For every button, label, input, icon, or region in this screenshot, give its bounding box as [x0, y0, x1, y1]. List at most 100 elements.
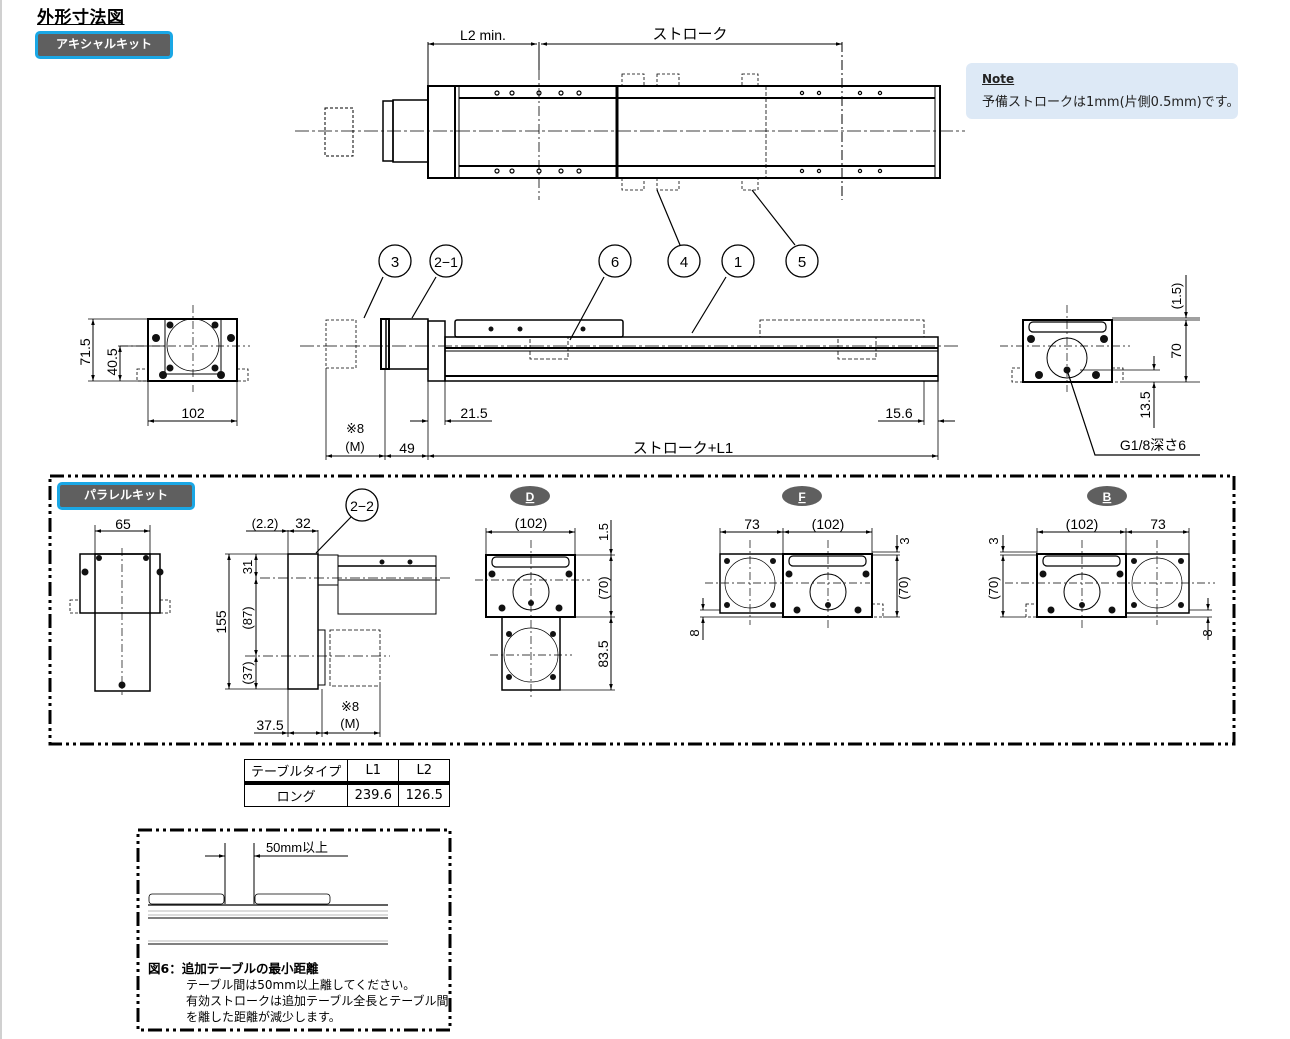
b-dim-70: (70) — [986, 576, 1001, 599]
table-row: ロング 239.6 126.5 — [243, 782, 451, 807]
callout-2-2: 2−2 — [345, 488, 379, 522]
end-view-left-bolts — [152, 321, 235, 379]
figure6-dim-label: 50mm以上 — [266, 840, 328, 855]
end-view-right — [1000, 275, 1200, 456]
port-label: G1/8深さ6 — [1120, 437, 1186, 453]
orientation-f-badge: F — [782, 486, 822, 506]
figure6-line-2: 有効ストロークは追加テーブル全長とテーブル間 — [186, 994, 449, 1008]
header-l1: L1 — [347, 759, 400, 784]
dim-87: (87) — [240, 606, 255, 629]
end-view-right-bolts — [1027, 335, 1108, 379]
dim-stroke-l1: ストローク+L1 — [633, 440, 733, 457]
side-view — [300, 276, 960, 460]
figure6-title: 図6：追加テーブルの最小距離 — [148, 961, 319, 976]
dim-1-5: (1.5) — [1169, 283, 1184, 310]
top-view — [295, 42, 965, 246]
orientation-b-badge: B — [1087, 486, 1127, 506]
note-box: Note 予備ストロークは1mm(片側0.5mm)です。 — [966, 63, 1240, 119]
f-dim-102: (102) — [812, 516, 845, 532]
orientation-f-view — [700, 528, 900, 640]
end-view-left — [88, 305, 250, 426]
svg-text:3: 3 — [391, 254, 399, 271]
d-dim-70: (70) — [596, 576, 611, 599]
dim-70: 70 — [1168, 343, 1184, 359]
callout-2-1: 2−1 — [429, 244, 463, 278]
parallel-side-bolts — [379, 559, 413, 565]
cell-type: ロング — [243, 782, 349, 807]
header-table-type: テーブルタイプ — [243, 759, 349, 784]
figure6-caption: 図6：追加テーブルの最小距離 テーブル間は50mm以上離してください。 有効スト… — [148, 961, 449, 1025]
parallel-dim-m-note: ※8 — [341, 699, 359, 714]
note-label: Note — [982, 72, 1015, 86]
figure6-line-3: を離した距離が減少します。 — [186, 1010, 341, 1024]
figure6-drawing — [148, 843, 388, 945]
note-text: 予備ストロークは1mm(片側0.5mm)です。 — [982, 95, 1240, 110]
callout-6: 6 — [598, 244, 632, 278]
spec-table-header: テーブルタイプ L1 L2 — [243, 759, 451, 784]
svg-text:B: B — [1103, 490, 1112, 504]
cell-l1: 239.6 — [347, 782, 400, 807]
svg-text:2−1: 2−1 — [434, 254, 458, 270]
axial-kit-badge: アキシャルキット — [35, 31, 173, 59]
d-dim-83-5: 83.5 — [595, 640, 611, 667]
f-dim-73: 73 — [744, 516, 760, 532]
orientation-b-bolts — [1039, 558, 1184, 614]
dim-40-5: 40.5 — [104, 348, 120, 375]
b-dim-3: 3 — [986, 537, 1001, 544]
f-dim-8: 8 — [687, 629, 702, 636]
parallel-dim-m: (M) — [340, 716, 360, 731]
orientation-d-bolts — [488, 570, 573, 680]
dim-15-6: 15.6 — [885, 405, 912, 421]
dim-31: 31 — [240, 560, 255, 574]
d-dim-102: (102) — [515, 515, 548, 531]
dim-155: 155 — [213, 610, 229, 634]
page-left-border — [0, 0, 2, 1039]
dim-m: (M) — [345, 439, 365, 454]
f-dim-3: 3 — [897, 537, 912, 544]
svg-text:4: 4 — [680, 254, 688, 271]
figure6-line-1: テーブル間は50mm以上離してください。 — [186, 978, 416, 992]
dim-71-5: 71.5 — [77, 338, 93, 365]
parallel-front-view — [69, 525, 171, 695]
callout-1: 1 — [721, 244, 755, 278]
orientation-b-view — [1000, 528, 1215, 640]
svg-text:5: 5 — [798, 254, 806, 271]
figure6-frame — [136, 828, 452, 1032]
dim-49: 49 — [399, 440, 415, 456]
parallel-kit-frame — [48, 474, 1236, 746]
dim-65: 65 — [115, 516, 131, 532]
dim-21-5: 21.5 — [460, 405, 487, 421]
orientation-f-bolts — [724, 558, 870, 614]
parallel-kit-badge: パラレルキット — [57, 482, 195, 510]
orientation-d-view — [475, 520, 615, 700]
dim-32: 32 — [295, 515, 311, 531]
header-l2: L2 — [398, 759, 451, 784]
page-title: 外形寸法図 — [37, 8, 125, 28]
d-dim-1-5: 1.5 — [596, 523, 611, 541]
f-dim-70: (70) — [896, 576, 911, 599]
parallel-side-view — [225, 515, 450, 737]
side-view-bolts — [488, 326, 586, 332]
top-view-holes — [494, 90, 883, 174]
svg-text:D: D — [526, 490, 535, 504]
dim-2-2: (2.2) — [252, 516, 279, 531]
dim-l2-min: L2 min. — [460, 27, 506, 43]
dim-37: (37) — [240, 661, 255, 684]
dim-m-note: ※8 — [346, 421, 364, 436]
dim-stroke-label: ストローク — [652, 26, 727, 43]
dim-13-5: 13.5 — [1137, 391, 1153, 418]
cell-l2: 126.5 — [398, 782, 451, 807]
svg-text:2−2: 2−2 — [350, 498, 374, 514]
svg-text:F: F — [798, 490, 805, 504]
b-dim-8: 8 — [1200, 629, 1215, 636]
b-dim-102: (102) — [1066, 516, 1099, 532]
callout-4: 4 — [667, 244, 701, 278]
orientation-d-badge: D — [510, 486, 550, 506]
b-dim-73: 73 — [1150, 516, 1166, 532]
spec-table: テーブルタイプ L1 L2 ロング 239.6 126.5 — [243, 759, 451, 807]
svg-text:1: 1 — [734, 254, 742, 271]
dim-102: 102 — [181, 405, 205, 421]
callout-5: 5 — [785, 244, 819, 278]
parallel-front-bolts — [81, 555, 164, 689]
